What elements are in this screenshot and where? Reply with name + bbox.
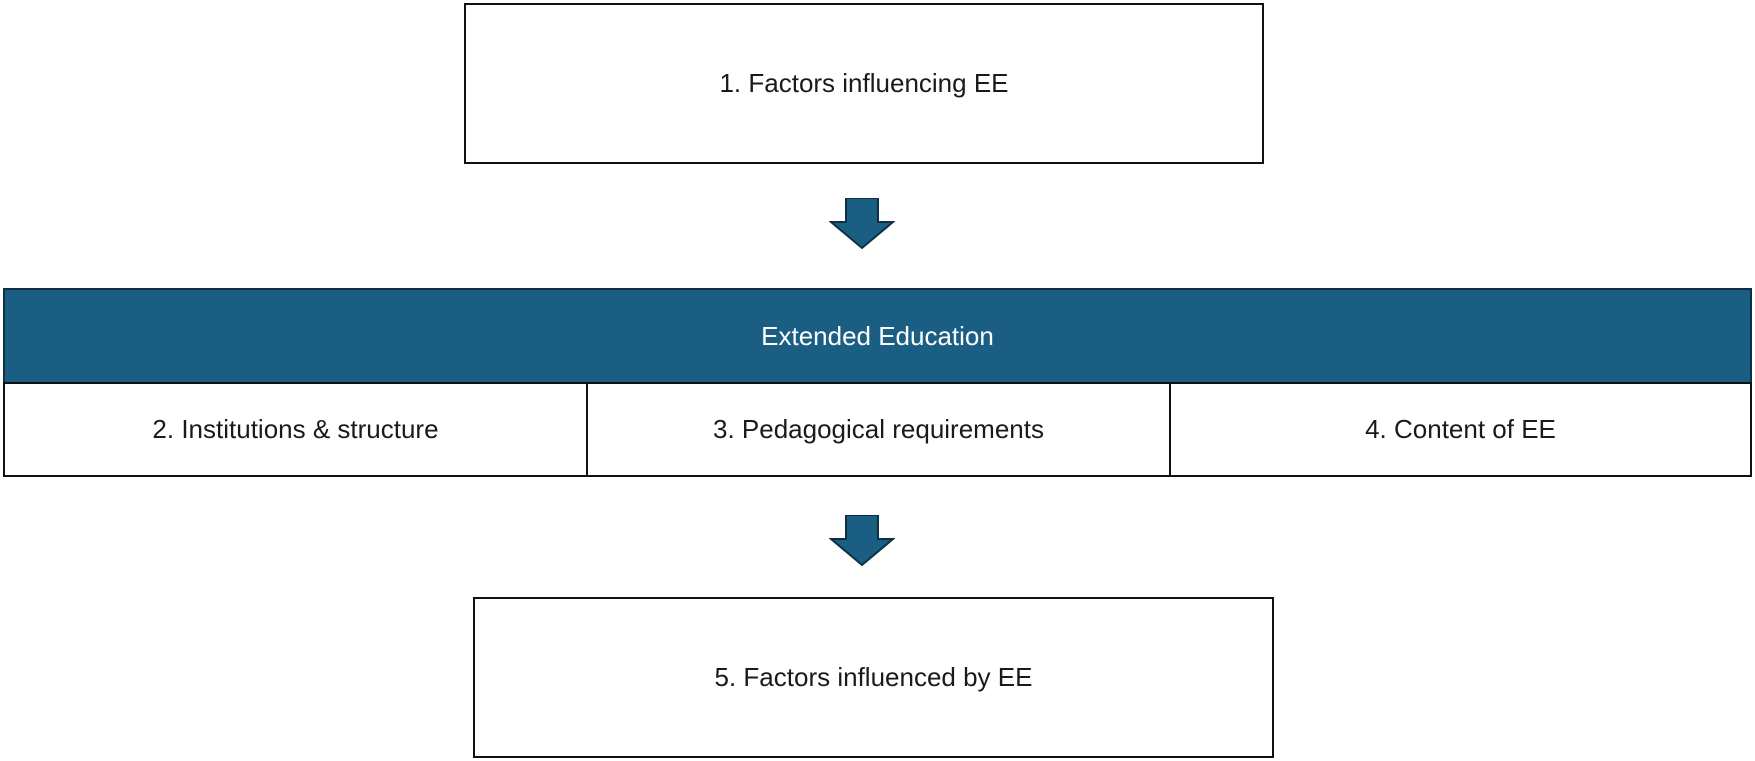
pedagogical-requirements-cell: 3. Pedagogical requirements [586,384,1169,475]
extended-education-header: Extended Education [3,288,1752,383]
extended-education-title: Extended Education [761,321,994,351]
content-of-ee-label: 4. Content of EE [1365,414,1556,444]
factors-influenced-label: 5. Factors influenced by EE [714,662,1033,692]
extended-education-components: 2. Institutions & structure 3. Pedagogic… [3,382,1752,477]
factors-influencing-box: 1. Factors influencing EE [464,3,1264,164]
arrow-down-icon [829,198,895,250]
institutions-structure-cell: 2. Institutions & structure [5,384,586,475]
extended-education-block: Extended Education 2. Institutions & str… [3,288,1752,477]
content-of-ee-cell: 4. Content of EE [1169,384,1750,475]
arrow-down-icon [829,515,895,567]
pedagogical-requirements-label: 3. Pedagogical requirements [713,414,1044,444]
factors-influencing-label: 1. Factors influencing EE [719,68,1009,98]
factors-influenced-box: 5. Factors influenced by EE [473,597,1274,758]
institutions-structure-label: 2. Institutions & structure [152,414,439,444]
